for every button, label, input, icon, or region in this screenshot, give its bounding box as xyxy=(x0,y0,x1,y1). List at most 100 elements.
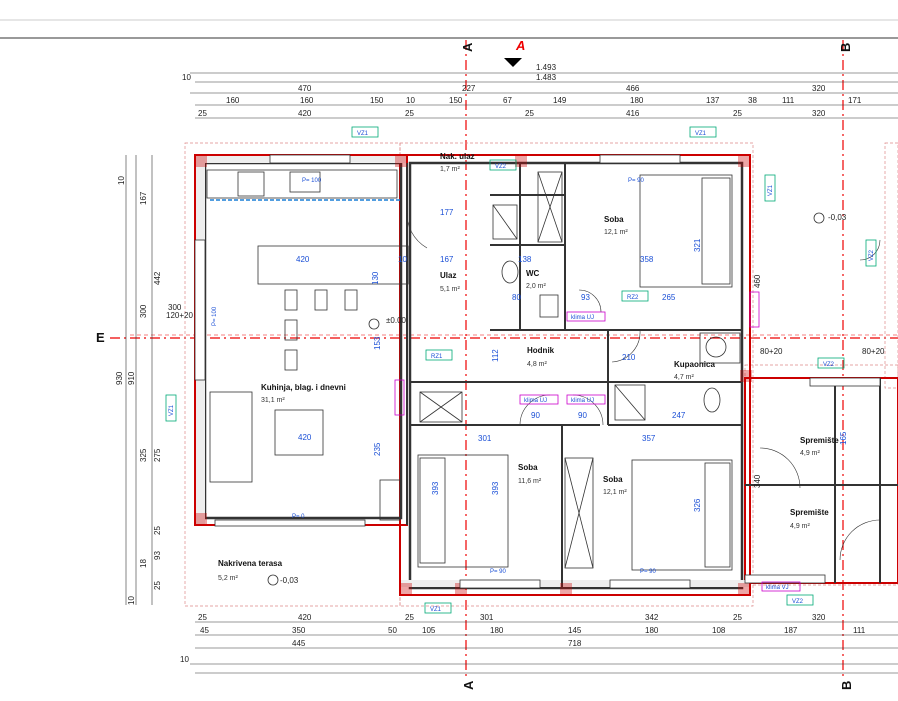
dim-label: 50 xyxy=(388,626,397,635)
dim-inner: 420 xyxy=(296,255,310,264)
dim-label: 10 xyxy=(180,655,189,664)
tag-vz2: VZ2 xyxy=(792,599,804,605)
dim-1483: 1.483 xyxy=(536,73,557,82)
dim-label: 342 xyxy=(645,613,659,622)
room-ulaz-name: Ulaz xyxy=(440,271,456,280)
dim-label: 25 xyxy=(525,109,534,118)
room-spremiste1-name: Spremište xyxy=(800,436,839,445)
dim-inner: 165 xyxy=(839,431,848,445)
room-kupaonica-name: Kupaonica xyxy=(674,360,715,369)
room-soba1-area: 12,1 m² xyxy=(604,229,628,236)
dim-label: 320 xyxy=(812,613,826,622)
dim-label: 25 xyxy=(153,526,162,535)
dim-label: 300 xyxy=(139,304,148,318)
tag-vz2: VZ2 xyxy=(823,362,835,368)
dim-label: 910 xyxy=(127,371,136,385)
tag-klima: klima UJ xyxy=(524,398,547,404)
dim-label: 25 xyxy=(405,109,414,118)
dim-label: 25 xyxy=(198,613,207,622)
room-hodnik-area: 4,8 m² xyxy=(527,361,548,368)
dim-inner: 80+20 xyxy=(862,347,885,356)
section-a-bottom: A xyxy=(461,680,476,690)
dim-label: 145 xyxy=(568,626,582,635)
dim-inner: 130 xyxy=(371,271,380,285)
dim-label: 25 xyxy=(733,109,742,118)
tag-vz1: VZ1 xyxy=(768,184,774,196)
dim-label: 160 xyxy=(300,96,314,105)
dim-inner: 138 xyxy=(518,255,532,264)
room-kupaonica-area: 4,7 m² xyxy=(674,374,695,381)
level-marker-icon xyxy=(813,212,825,224)
dim-label: 325 xyxy=(139,448,148,462)
dim-label: 227 xyxy=(462,84,476,93)
dim-label: 930 xyxy=(115,371,124,385)
section-a-red: A xyxy=(515,38,525,53)
dim-inner: 300 xyxy=(168,303,182,312)
dim-label: 187 xyxy=(784,626,798,635)
section-e-left: E xyxy=(96,330,105,345)
dim-label: 93 xyxy=(153,551,162,560)
dim-label: 111 xyxy=(853,626,866,635)
dim-label: 149 xyxy=(553,96,567,105)
level-marker-icon xyxy=(368,318,380,330)
dim-label: 108 xyxy=(712,626,726,635)
dim-label: 180 xyxy=(630,96,644,105)
dim-label: 18 xyxy=(139,559,148,568)
dim-inner: 420 xyxy=(298,433,312,442)
room-terasa-name: Nakrivena terasa xyxy=(218,559,283,568)
room-soba3-area: 12,1 m² xyxy=(603,489,627,496)
dim-label: 718 xyxy=(568,639,582,648)
tag-vz1: VZ1 xyxy=(169,404,175,416)
dim-label: 320 xyxy=(812,84,826,93)
room-kuhinja-area: 31,1 m² xyxy=(261,397,285,404)
room-hodnik-name: Hodnik xyxy=(527,346,555,355)
dim-inner: 167 xyxy=(440,255,454,264)
dim-label: 466 xyxy=(626,84,640,93)
dim-label: 45 xyxy=(200,626,209,635)
tag-parapet: P= 0 xyxy=(292,514,305,520)
level-marker-icon xyxy=(267,574,279,586)
dim-inner: 80+20 xyxy=(760,347,783,356)
dim-label: 10 xyxy=(127,596,136,605)
dim-label: 105 xyxy=(422,626,436,635)
tag-parapet: P= 90 xyxy=(640,569,657,575)
room-spremiste2-area: 4,9 m² xyxy=(790,523,811,530)
section-b-top: B xyxy=(838,43,853,52)
dim-label: 275 xyxy=(153,448,162,462)
dim-inner: 393 xyxy=(431,481,440,495)
dim-label: 10 xyxy=(117,176,126,185)
dim-label: 67 xyxy=(503,96,512,105)
dim-inner: 235 xyxy=(373,442,382,456)
room-kuhinja-name: Kuhinja, blag. i dnevni xyxy=(261,383,346,392)
tag-vz1: VZ1 xyxy=(357,131,369,137)
dim-inner: 90 xyxy=(531,411,540,420)
dim-label: 160 xyxy=(226,96,240,105)
room-nak-ulaz-area: 1,7 m² xyxy=(440,166,461,173)
room-terasa-area: 5,2 m² xyxy=(218,575,239,582)
room-spremiste2-name: Spremište xyxy=(790,508,829,517)
dim-inner: 210 xyxy=(622,353,636,362)
dim-label: 25 xyxy=(153,581,162,590)
dim-label: 442 xyxy=(153,271,162,285)
dim-label: 416 xyxy=(626,109,640,118)
dim-label: 180 xyxy=(490,626,504,635)
tag-rz2: RZ2 xyxy=(627,295,639,301)
dim-inner: 326 xyxy=(693,498,702,512)
dim-inner: 112 xyxy=(491,349,500,362)
dim-label: 137 xyxy=(706,96,720,105)
section-a-top: A xyxy=(460,42,475,52)
dim-inner: 358 xyxy=(640,255,654,264)
dim-label: 470 xyxy=(298,84,312,93)
dim-inner: 265 xyxy=(662,293,676,302)
dim-inner: 247 xyxy=(672,411,686,420)
dim-label: 445 xyxy=(292,639,306,648)
tag-klima-vj: klima VJ xyxy=(766,585,789,591)
tag-vz1: VZ1 xyxy=(430,607,442,613)
dim-inner: 340 xyxy=(753,474,762,488)
room-wc-name: WC xyxy=(526,269,540,278)
tag-vz1: VZ1 xyxy=(695,131,707,137)
room-ulaz-area: 5,1 m² xyxy=(440,286,461,293)
dim-inner: 80 xyxy=(512,293,521,302)
tag-parapet: P= 100 xyxy=(302,178,322,184)
dim-label: 320 xyxy=(812,109,826,118)
